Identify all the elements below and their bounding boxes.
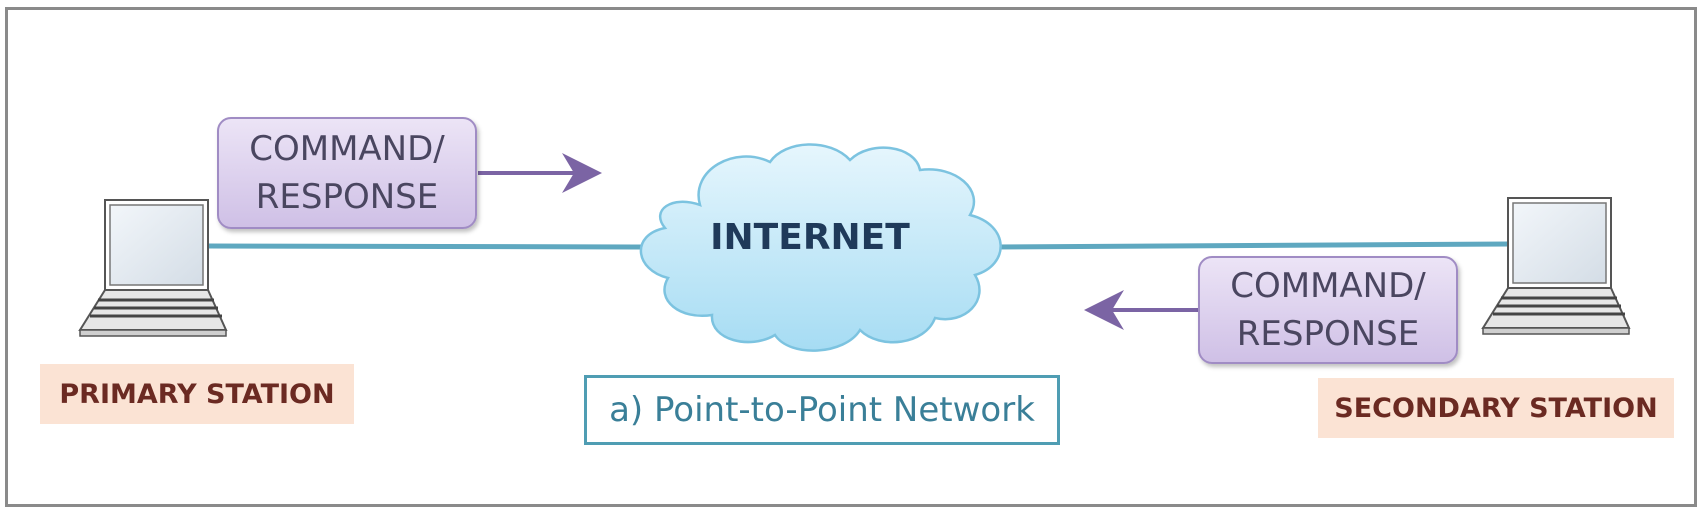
network-diagram (78, 143, 1631, 352)
secondary-station-label: SECONDARY STATION (1318, 378, 1674, 438)
secondary-message-line1: COMMAND/ (1230, 266, 1426, 306)
primary-message-box: COMMAND/ RESPONSE (217, 117, 477, 229)
primary-station-label: PRIMARY STATION (40, 364, 354, 424)
secondary-message-line2: RESPONSE (1236, 314, 1420, 354)
diagram-caption: a) Point-to-Point Network (584, 375, 1060, 445)
primary-message-line2: RESPONSE (255, 177, 439, 217)
secondary-laptop-icon (1481, 197, 1631, 335)
primary-message-line1: COMMAND/ (249, 129, 445, 169)
secondary-link-line (994, 241, 1511, 250)
internet-label: INTERNET (710, 217, 910, 258)
primary-laptop-icon (78, 199, 228, 337)
secondary-message-box: COMMAND/ RESPONSE (1198, 256, 1458, 364)
internet-cloud-icon (639, 143, 1002, 352)
primary-link-line (207, 243, 651, 250)
